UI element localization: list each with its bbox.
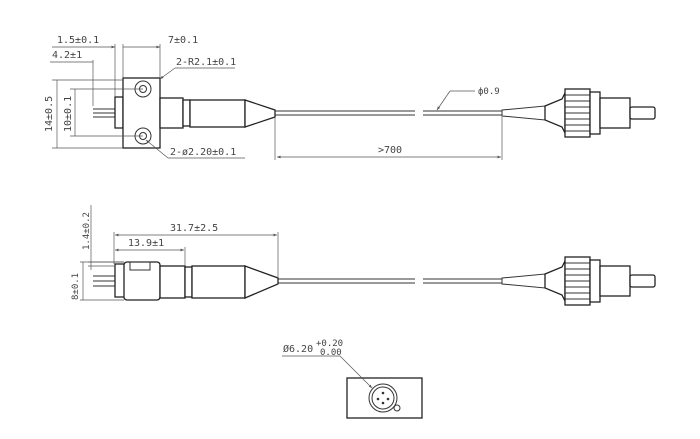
side-view: 1.4±0.2 31.7±2.5 13.9±1 8±0.1 [71,205,656,306]
fc-connector [501,256,656,306]
dim-pin-offset: 1.4±0.2 [82,212,92,250]
dim-fiber-diameter: ф0.9 [478,87,500,97]
dimension-lines [50,44,503,160]
body [123,261,161,301]
dim-flange-width: 7±0.1 [168,35,198,46]
end-view: Ø6.20 +0.20 0.00 [282,339,423,419]
fiber [278,278,502,284]
fc-connector [501,88,656,138]
base-block [114,96,124,129]
end-face [346,377,423,419]
taper [244,265,279,299]
dim-height: 8±0.1 [71,273,81,300]
mounting-flange [122,77,161,149]
dim-diameter: Ø6.20 [283,343,313,355]
fiber [275,110,502,116]
sleeve [189,99,246,128]
dim-hole-spacing: 10±0.1 [63,96,74,132]
dim-total-length: 31.7±2.5 [170,223,218,234]
pins [93,275,115,287]
outer-circle [368,383,398,413]
pins [93,108,115,118]
body-rear [159,265,186,299]
dim-pin-length: 4.2±1 [52,50,82,61]
ring [184,266,193,298]
notch [129,261,151,271]
body [159,97,184,129]
dimension-lines [80,205,279,301]
tol-lower: 0.00 [320,348,342,358]
dim-flange-offset: 1.5±0.1 [57,35,99,46]
dim-corner-radius: 2-R2.1±0.1 [176,57,236,68]
top-view: 1.5±0.1 7±0.1 4.2±1 2-R2.1±0.1 14±0.5 10… [44,35,656,160]
dim-body-length: 13.9±1 [128,238,164,249]
ring [182,99,191,127]
taper [244,99,276,128]
dim-height: 14±0.5 [44,96,55,132]
sleeve [191,265,246,299]
tol-upper: +0.20 [316,339,343,349]
dim-fiber-length: >700 [378,145,402,156]
dim-hole-diameter: 2-ø2.20±0.1 [170,147,236,158]
